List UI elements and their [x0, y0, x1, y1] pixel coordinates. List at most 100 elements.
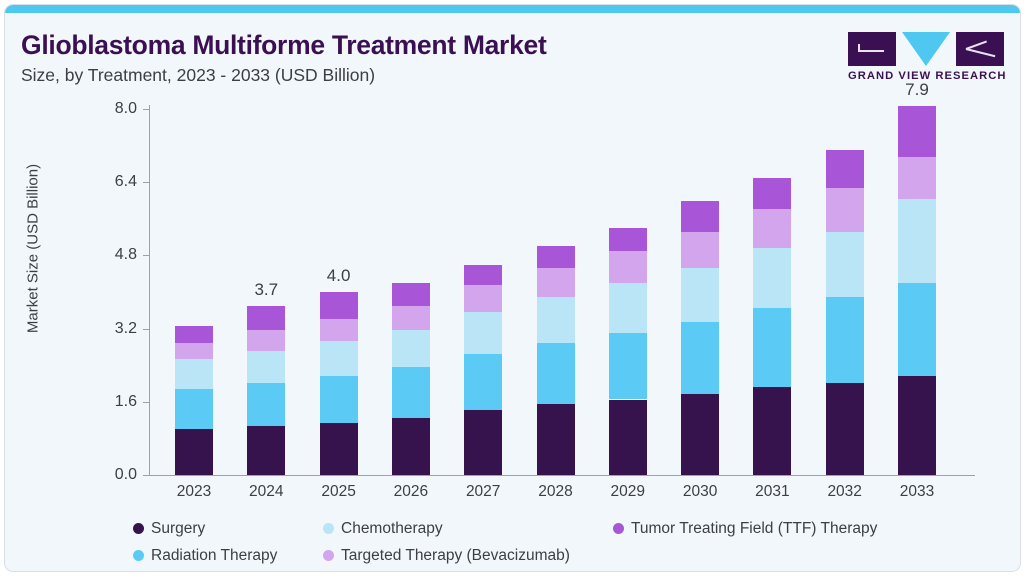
bar-segment[interactable]: [536, 342, 575, 405]
x-axis-line: [149, 475, 975, 476]
bar-segment[interactable]: [681, 394, 720, 475]
bar-segment[interactable]: [825, 188, 864, 233]
bar-segment[interactable]: [391, 282, 430, 306]
bar-2023[interactable]: [175, 326, 213, 475]
legend-label: Radiation Therapy: [151, 547, 278, 564]
bar-segment[interactable]: [825, 382, 864, 475]
y-axis-tick-label: 1.6: [114, 392, 137, 410]
bar-2028[interactable]: [536, 246, 575, 475]
bar-segment[interactable]: [391, 329, 430, 368]
bar-segment[interactable]: [753, 248, 792, 308]
x-axis-tick-label-2026: 2026: [393, 483, 429, 500]
bar-2032[interactable]: [825, 150, 864, 475]
bar-segment[interactable]: [319, 375, 358, 423]
x-axis-tick-label-2024: 2024: [249, 483, 284, 500]
legend-swatch-icon: [133, 550, 144, 561]
bar-2027[interactable]: [464, 264, 503, 475]
bar-segment[interactable]: [825, 150, 864, 189]
bar-segment[interactable]: [175, 342, 213, 360]
bar-segment[interactable]: [319, 292, 358, 319]
bar-segment[interactable]: [536, 297, 575, 343]
y-axis-tick-mark: [143, 475, 149, 476]
bar-segment[interactable]: [391, 367, 430, 419]
bar-segment[interactable]: [464, 409, 503, 475]
bar-segment[interactable]: [175, 429, 213, 475]
bar-segment[interactable]: [536, 246, 575, 269]
x-axis-tick-label-2027: 2027: [465, 483, 501, 500]
y-axis-tick-mark: [143, 109, 149, 110]
bar-segment[interactable]: [681, 232, 720, 268]
bar-segment[interactable]: [536, 404, 575, 475]
bar-segment[interactable]: [247, 382, 286, 427]
bar-segment[interactable]: [319, 422, 358, 475]
y-axis-tick-label: 4.8: [114, 246, 137, 264]
legend-swatch-icon: [323, 523, 334, 534]
bar-segment[interactable]: [825, 232, 864, 298]
brand-name: GRAND VIEW RESEARCH: [848, 70, 1007, 82]
y-axis-tick-mark: [143, 401, 149, 403]
bar-segment[interactable]: [825, 297, 864, 383]
bar-segment[interactable]: [608, 333, 647, 400]
bar-segment[interactable]: [247, 350, 286, 383]
bar-segment[interactable]: [464, 353, 503, 410]
bar-2026[interactable]: [391, 282, 430, 475]
bar-segment[interactable]: [247, 305, 286, 330]
bar-segment[interactable]: [681, 322, 720, 395]
bar-value-label: 4.0: [326, 266, 351, 285]
bar-segment[interactable]: [464, 311, 503, 354]
legend-label: Tumor Treating Field (TTF) Therapy: [631, 520, 878, 537]
bar-segment[interactable]: [898, 199, 936, 284]
logo-right-block-icon: [956, 32, 1004, 66]
bar-segment[interactable]: [536, 268, 575, 298]
legend-swatch-icon: [613, 523, 624, 534]
x-axis-tick-label-2030: 2030: [682, 483, 718, 500]
x-axis-tick-label-2025: 2025: [321, 483, 356, 500]
bar-segment[interactable]: [681, 267, 720, 323]
y-axis-tick-mark: [143, 328, 149, 330]
bar-segment[interactable]: [753, 177, 792, 210]
bar-segment[interactable]: [247, 426, 286, 475]
bar-segment[interactable]: [391, 305, 430, 330]
legend-swatch-icon: [133, 523, 144, 534]
bar-segment[interactable]: [391, 418, 430, 475]
bar-segment[interactable]: [681, 200, 720, 233]
y-axis-tick-label: 0.0: [114, 466, 137, 483]
bar-segment[interactable]: [464, 264, 503, 286]
bar-segment[interactable]: [608, 282, 647, 334]
bar-segment[interactable]: [753, 307, 792, 387]
y-axis-tick-mark: [143, 182, 149, 184]
bar-segment[interactable]: [608, 399, 647, 475]
bar-2024[interactable]: [247, 305, 286, 475]
bar-segment[interactable]: [608, 227, 647, 252]
bar-segment[interactable]: [898, 283, 936, 377]
bar-2031[interactable]: [753, 177, 792, 475]
bar-segment[interactable]: [753, 209, 792, 249]
y-axis-tick-label: 8.0: [114, 100, 137, 117]
bar-segment[interactable]: [898, 105, 936, 158]
bar-segment[interactable]: [319, 340, 358, 376]
bar-segment[interactable]: [464, 285, 503, 312]
accent-top-bar: [5, 5, 1020, 13]
bar-segment[interactable]: [247, 329, 286, 351]
bar-segment[interactable]: [898, 376, 936, 475]
bar-segment[interactable]: [175, 326, 213, 343]
bar-segment[interactable]: [319, 318, 358, 341]
bar-2029[interactable]: [608, 227, 647, 475]
y-axis-tick-label: 3.2: [114, 319, 137, 337]
x-axis-tick-label-2032: 2032: [827, 483, 862, 500]
bar-segment[interactable]: [175, 359, 213, 389]
x-axis-tick-label-2031: 2031: [755, 483, 790, 500]
legend-label: Targeted Therapy (Bevacizumab): [341, 547, 570, 564]
bar-segment[interactable]: [898, 157, 936, 200]
bar-segment[interactable]: [175, 388, 213, 430]
y-axis-line: [149, 105, 150, 476]
legend-label: Chemotherapy: [341, 520, 443, 537]
bar-2030[interactable]: [681, 200, 720, 476]
bar-segment[interactable]: [753, 386, 792, 475]
bar-2025[interactable]: [319, 292, 358, 475]
bar-2033[interactable]: [898, 105, 936, 475]
logo-detail-line-b-icon: [858, 44, 860, 52]
x-axis-tick-label-2028: 2028: [538, 483, 573, 500]
bar-segment[interactable]: [608, 251, 647, 283]
